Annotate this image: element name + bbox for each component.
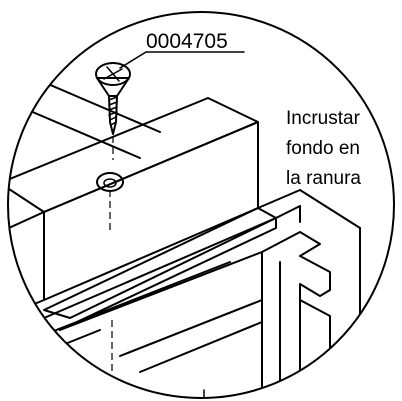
lower-rails [8,251,263,398]
back-panel-fondo [43,207,277,331]
instruction-line-1: Incrustar [286,108,361,129]
part-number-callout: 0004705 [119,30,245,69]
leader-line [119,51,147,69]
instruction-line-3: la ranura [286,168,361,189]
part-number-label: 0004705 [146,30,228,53]
detail-circle-frame [7,11,395,399]
side-panel [257,189,361,398]
main-board [8,97,259,319]
instruction-line-2: fondo en [286,138,360,159]
back-panel [8,71,161,159]
screw-hole [96,172,124,192]
screw-icon [95,62,131,135]
instruction-text: Incrustar fondo en la ranura [286,108,361,189]
screw-hole-inner [103,178,117,188]
